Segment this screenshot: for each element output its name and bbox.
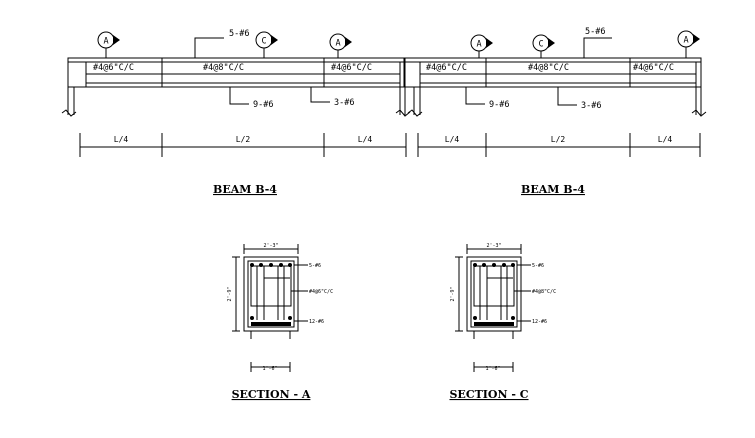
section-c-stirrups-label: #4@8"C/C bbox=[532, 289, 556, 295]
span-label-right-1: L/4 bbox=[445, 135, 460, 144]
section-c-title: SECTION - C bbox=[449, 388, 528, 401]
section-a-bars bbox=[250, 263, 292, 326]
svg-text:C: C bbox=[538, 40, 543, 50]
section-c-drawing bbox=[455, 244, 531, 372]
marker-a-left-2: A bbox=[329, 33, 352, 51]
section-a-title: SECTION - A bbox=[232, 388, 311, 401]
section-a-drawing bbox=[232, 244, 308, 372]
section-c-depth-label: 2'-9" bbox=[450, 286, 456, 301]
section-c-base-label: 1'-6" bbox=[485, 366, 500, 372]
section-c-bars bbox=[473, 263, 515, 326]
stirrup-label-right-3: #4@6"C/C bbox=[633, 63, 674, 73]
beam-right-elevation bbox=[403, 37, 707, 157]
stirrup-label-left-3: #4@6"C/C bbox=[331, 63, 372, 73]
stirrup-label-left-2: #4@8"C/C bbox=[203, 63, 244, 73]
section-c-width-label: 2'-3" bbox=[486, 243, 501, 249]
stirrup-label-left-1: #4@6"C/C bbox=[93, 63, 134, 73]
section-a-width-label: 2'-3" bbox=[263, 243, 278, 249]
stirrup-label-right-1: #4@6"C/C bbox=[426, 63, 467, 73]
beam-right-title: BEAM B-4 bbox=[521, 183, 585, 196]
beam-left-title: BEAM B-4 bbox=[213, 183, 277, 196]
marker-c-right: C bbox=[532, 34, 555, 52]
beam-left-elevation bbox=[61, 37, 411, 157]
span-label-left-3: L/4 bbox=[358, 135, 373, 144]
marker-a-left-1: A bbox=[97, 31, 120, 49]
top-bars-label-left: 5-#6 bbox=[229, 29, 249, 39]
section-a-base-label: 1'-6" bbox=[262, 366, 277, 372]
section-a-bottom-bars-label: 12-#6 bbox=[309, 319, 324, 325]
span-label-right-2: L/2 bbox=[551, 135, 566, 144]
svg-text:A: A bbox=[683, 36, 688, 46]
marker-a-right-2: A bbox=[677, 30, 700, 48]
section-c-top-bars-label: 5-#6 bbox=[532, 263, 544, 269]
top-bars-label-right: 5-#6 bbox=[585, 27, 605, 37]
svg-text:A: A bbox=[103, 37, 108, 47]
stirrup-label-right-2: #4@8"C/C bbox=[528, 63, 569, 73]
section-c-bottom-bars-label: 12-#6 bbox=[532, 319, 547, 325]
span-label-left-1: L/4 bbox=[114, 135, 129, 144]
extra-bars-label-left: 3-#6 bbox=[334, 98, 354, 108]
section-a-depth-label: 2'-9" bbox=[227, 286, 233, 301]
extra-bars-label-right: 3-#6 bbox=[581, 101, 601, 111]
marker-c-left: C bbox=[255, 31, 278, 49]
span-label-right-3: L/4 bbox=[658, 135, 673, 144]
bottom-bars-label-left: 9-#6 bbox=[253, 100, 273, 110]
marker-a-right-1: A bbox=[470, 34, 493, 52]
span-label-left-2: L/2 bbox=[236, 135, 251, 144]
svg-text:A: A bbox=[335, 39, 340, 49]
svg-text:C: C bbox=[261, 37, 266, 47]
section-a-top-bars-label: 5-#6 bbox=[309, 263, 321, 269]
svg-text:A: A bbox=[476, 40, 481, 50]
section-a-stirrups-label: #4@6"C/C bbox=[309, 289, 333, 295]
bottom-bars-label-right: 9-#6 bbox=[489, 100, 509, 110]
